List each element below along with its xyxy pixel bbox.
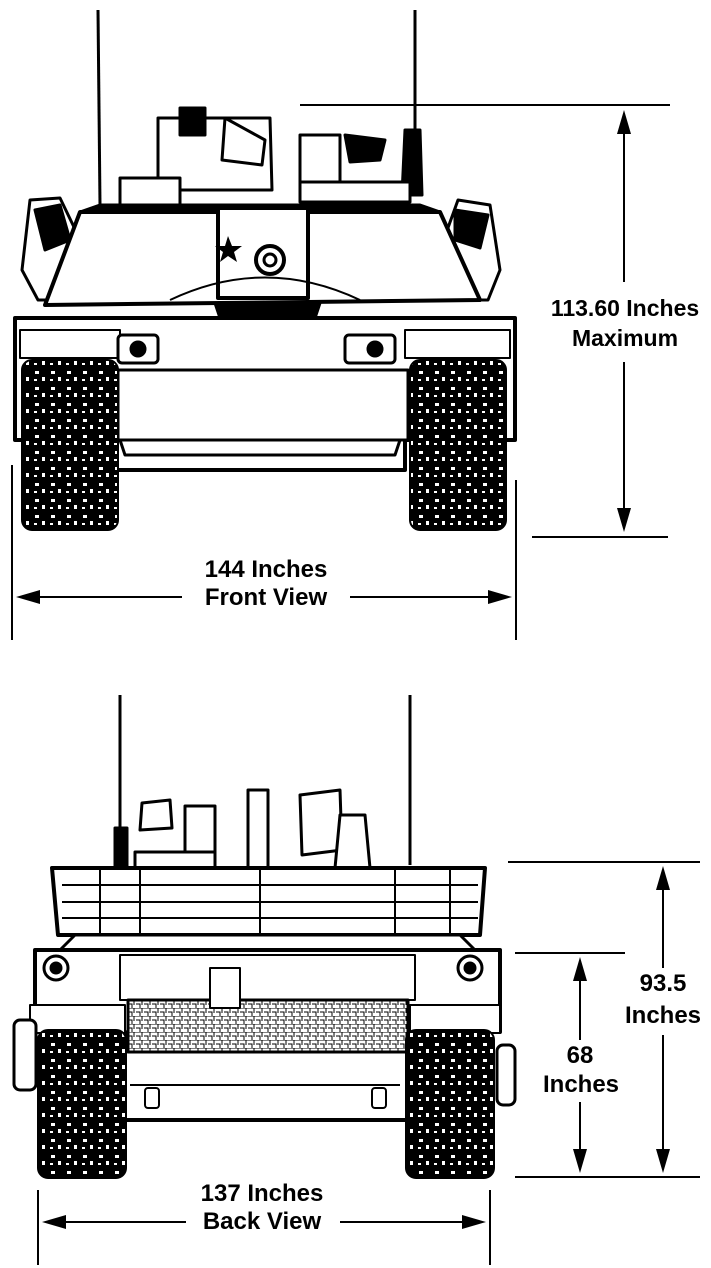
- front-width-value: 144 Inches: [184, 556, 348, 584]
- right-track: [409, 359, 507, 531]
- back-view-label: Back View: [186, 1208, 338, 1236]
- rear-left-track: [37, 1029, 127, 1179]
- back-width-value: 137 Inches: [186, 1180, 338, 1208]
- front-view-tank: [13, 9, 517, 531]
- back-total-height-unit: Inches: [624, 1002, 702, 1029]
- back-view-tank: [12, 695, 517, 1179]
- back-hull-height-unit: Inches: [542, 1071, 620, 1098]
- front-height-note: Maximum: [571, 325, 679, 351]
- rear-right-track: [405, 1029, 495, 1179]
- back-total-height-value: 93.5: [639, 970, 687, 997]
- front-view-label: Front View: [184, 584, 348, 612]
- gun-mantlet: [216, 206, 310, 300]
- front-width-dimension: [11, 465, 517, 640]
- antenna-left: [96, 9, 102, 206]
- back-width-dimension: [37, 1190, 491, 1265]
- back-total-height-dimension: [508, 861, 700, 1178]
- front-height-value: 113.60 Inches: [550, 295, 700, 321]
- left-track: [21, 359, 119, 531]
- back-hull-height-value: 68: [566, 1042, 594, 1069]
- front-height-dimension: [300, 104, 670, 538]
- back-hull-height-dimension: [515, 952, 625, 1173]
- exhaust-grille: [126, 998, 410, 1054]
